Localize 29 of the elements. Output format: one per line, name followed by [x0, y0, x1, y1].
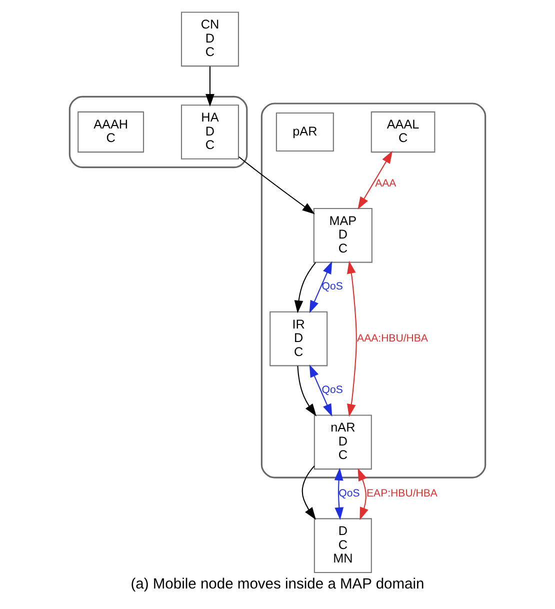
- arrow: [302, 466, 316, 520]
- arrow: [358, 468, 368, 520]
- edge-label: AAA:HBU/HBA: [357, 332, 428, 344]
- edge-label: EAP:HBU/HBA: [366, 488, 438, 500]
- arrow: [358, 150, 393, 210]
- arrow: [206, 66, 214, 107]
- edge-label: AAA: [375, 177, 396, 190]
- cluster: [260, 102, 486, 478]
- node-box: pAR: [276, 112, 334, 152]
- node-box: AAAL C: [370, 111, 436, 153]
- arrow: [346, 260, 357, 417]
- arrow: [309, 261, 332, 314]
- arrow: [297, 366, 316, 416]
- node-box: CN D C: [180, 12, 239, 67]
- node-box: HA D C: [180, 104, 239, 160]
- caption: (a) Mobile node moves inside a MAP domain: [130, 576, 424, 593]
- node-box: AAAH C: [78, 111, 144, 153]
- arrow: [334, 468, 344, 520]
- edge-label: QoS: [322, 384, 343, 396]
- node-box: IR D C: [270, 311, 328, 366]
- node-box: MAP D C: [313, 208, 372, 263]
- node-box: nAR D C: [314, 414, 372, 470]
- cluster: [68, 96, 248, 168]
- arrow: [294, 262, 316, 314]
- edge-label: QoS: [338, 488, 360, 500]
- arrow: [238, 156, 315, 214]
- node-box: D C MN: [314, 518, 372, 573]
- arrow: [309, 364, 332, 417]
- edge-label: QoS: [322, 280, 343, 293]
